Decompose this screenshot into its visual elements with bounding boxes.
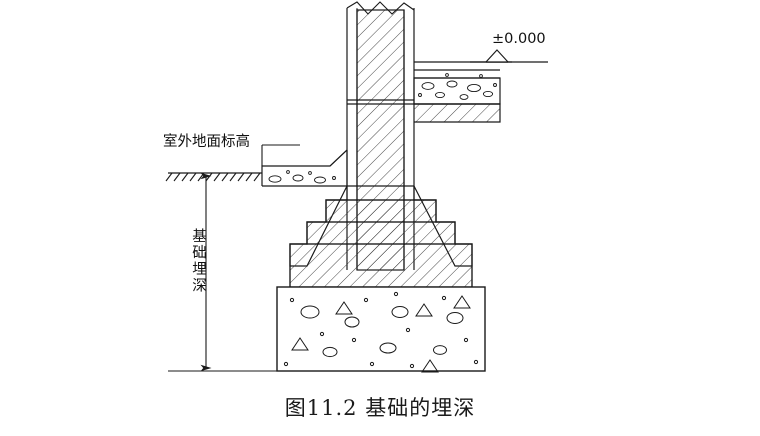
figure-caption: 图11.2 基础的埋深	[284, 396, 476, 420]
label-zero-elevation: ±0.000	[492, 31, 546, 47]
label-foundation-depth: 基础埋深	[190, 228, 206, 294]
label-outdoor-ground-elevation: 室外地面标高	[163, 134, 250, 150]
